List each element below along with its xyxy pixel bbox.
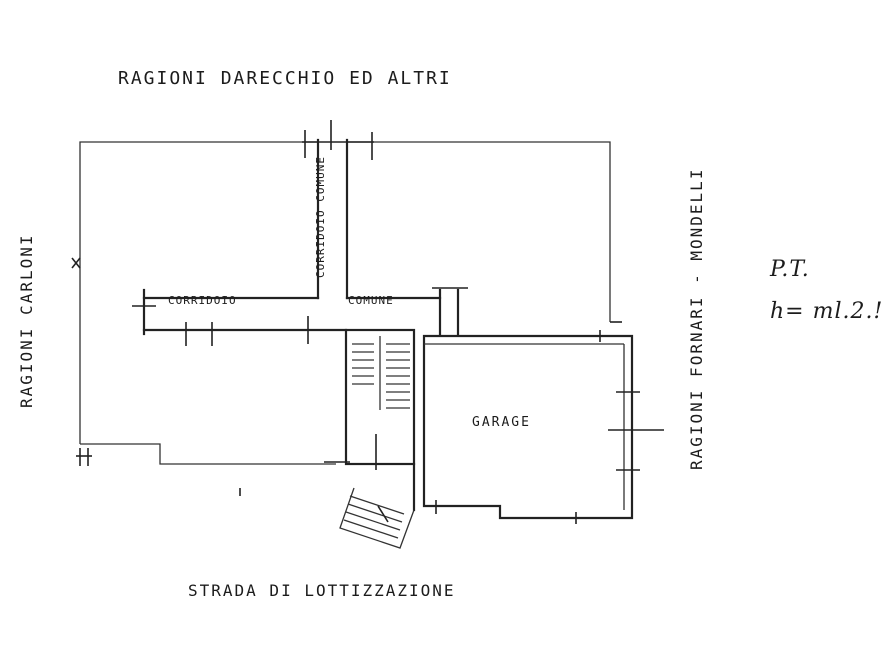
label-corridor-left: CORRIDOIO (168, 294, 237, 307)
lot-boundary (79, 141, 611, 465)
label-garage: GARAGE (472, 415, 531, 430)
label-vertical-corridor: CORRIDOIO COMUNE (314, 156, 327, 278)
label-bottom-road: STRADA DI LOTTIZZAZIONE (188, 581, 456, 600)
note-height: h= ml.2.! (770, 299, 883, 324)
horizontal-corridor (132, 287, 468, 346)
label-right-neighbour: RAGIONI FORNARI - MONDELLI (687, 168, 706, 470)
boundary-marks (71, 257, 241, 496)
label-left-neighbour: RAGIONI CARLONI (17, 234, 36, 409)
label-top-neighbour: RAGIONI DARECCHIO ED ALTRI (118, 68, 452, 89)
garage-room (422, 321, 664, 524)
external-stair (339, 462, 416, 549)
label-corridor-right: COMUNE (348, 294, 394, 307)
stair-core (324, 328, 416, 470)
vertical-corridor (302, 120, 374, 300)
note-floor: P.T. (769, 257, 810, 282)
